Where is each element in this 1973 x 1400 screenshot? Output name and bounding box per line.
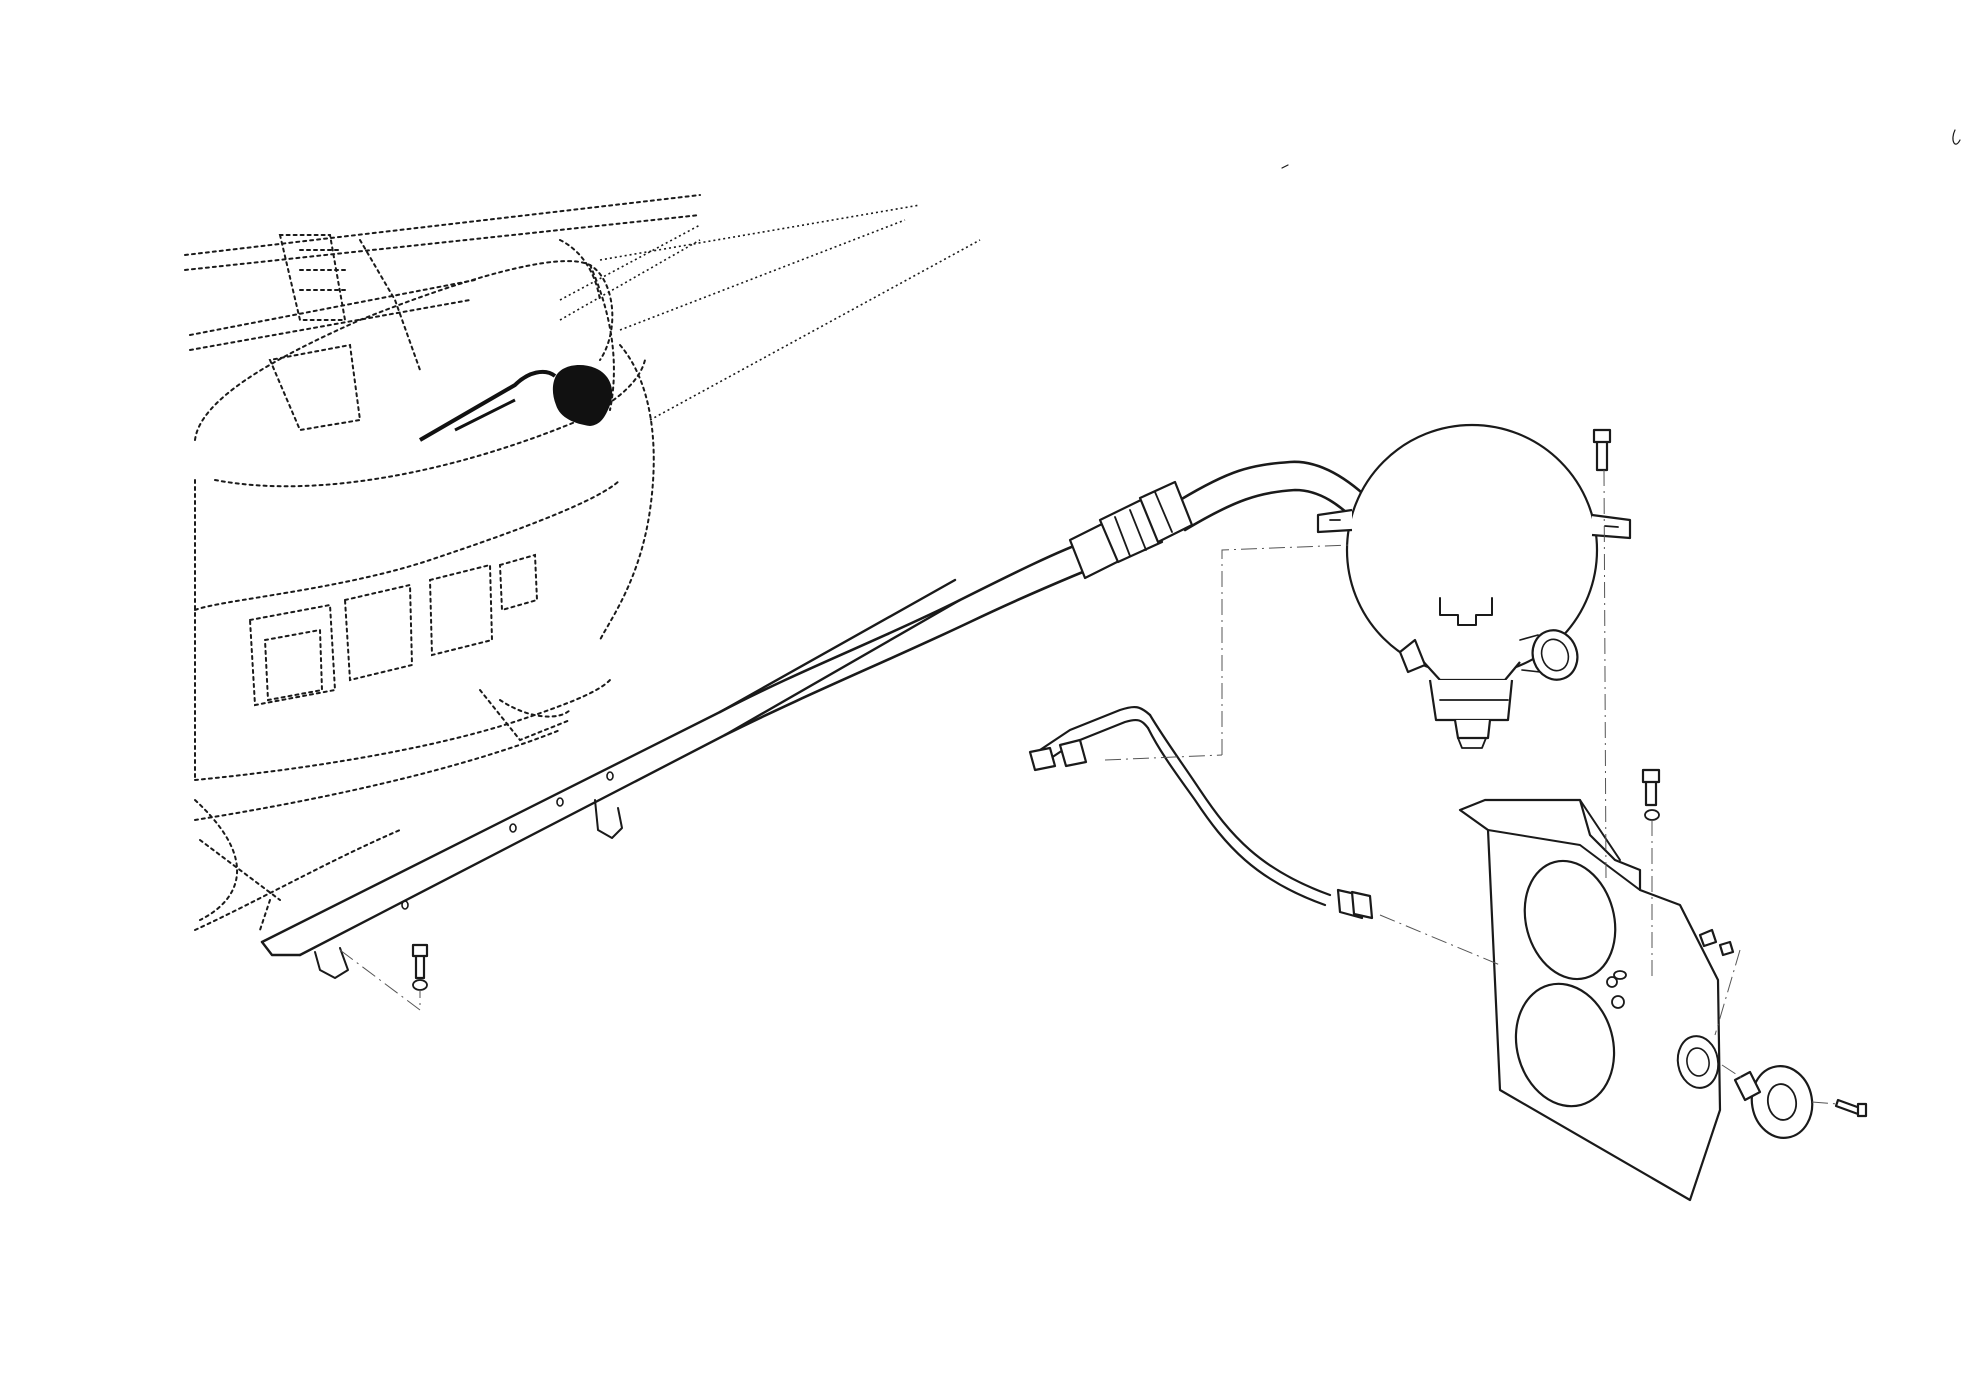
bolts-and-washers xyxy=(411,428,1868,1118)
discharge-valve xyxy=(1398,638,1487,749)
pressure-gauge xyxy=(1519,629,1579,681)
spherical-container xyxy=(1316,423,1632,740)
flexible-hose xyxy=(718,460,1377,737)
mounting-rail xyxy=(260,578,962,979)
mounting-bracket-plate xyxy=(1458,798,1722,1202)
hose-coupling xyxy=(1068,480,1194,580)
rigid-tube xyxy=(1028,705,1374,920)
flange xyxy=(1733,1065,1814,1139)
leader-lines xyxy=(339,469,1839,1105)
aircraft-outline xyxy=(184,194,981,931)
installed-unit-highlight xyxy=(418,365,613,442)
